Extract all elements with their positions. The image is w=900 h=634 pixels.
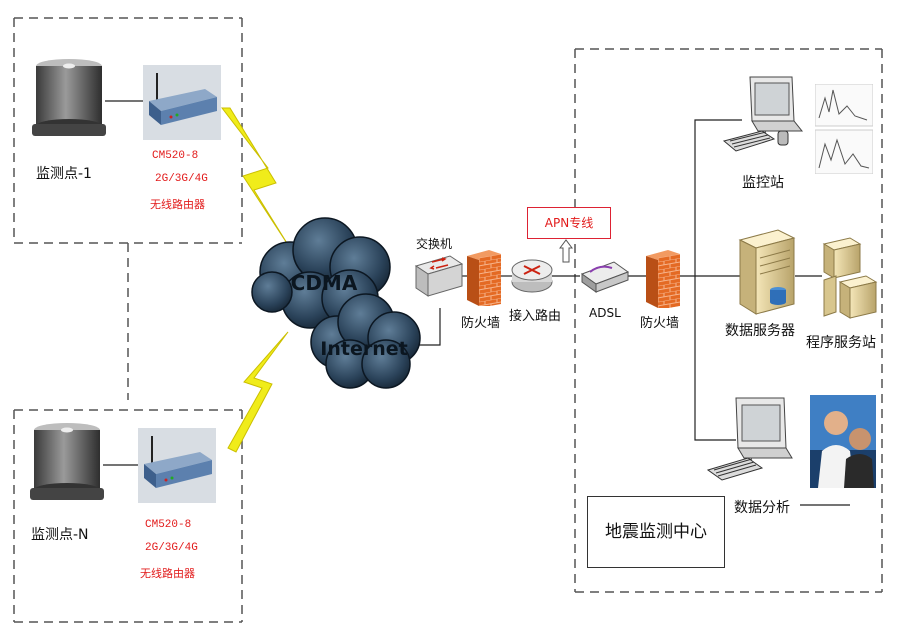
center-title: 地震监测中心 — [605, 522, 707, 542]
switch-icon — [414, 255, 464, 297]
firewall-left-label: 防火墙 — [461, 316, 501, 331]
data-analysis-computer-icon — [706, 397, 793, 481]
monitor-station-label: 监控站 — [742, 175, 784, 191]
firewall-right-icon — [646, 250, 680, 308]
data-server-label: 数据服务器 — [725, 323, 795, 339]
router-top-model: CM520-8 — [152, 150, 199, 162]
wireless-router-top-icon — [143, 65, 221, 140]
internet-label: Internet — [320, 338, 407, 360]
center-boundary — [574, 48, 883, 593]
data-server-icon — [738, 229, 796, 315]
lightning-top-icon — [220, 107, 291, 249]
site-bottom-name: 监测点-N — [31, 527, 89, 543]
site-bottom-boundary — [13, 409, 243, 623]
apn-label: APN专线 — [544, 216, 594, 230]
seismic-sensor-top-icon — [32, 59, 106, 136]
router-icon — [511, 259, 553, 293]
router-bottom-model: CM520-8 — [145, 519, 192, 531]
cdma-label: CDMA — [291, 271, 358, 295]
analysis-charts-icon — [815, 84, 873, 174]
lightning-bottom-icon — [227, 331, 289, 453]
router-bottom-network: 2G/3G/4G — [145, 542, 198, 554]
program-server-icon — [822, 237, 878, 319]
router-bottom-type: 无线路由器 — [140, 567, 195, 580]
adsl-label: ADSL — [589, 306, 621, 320]
adsl-modem-icon — [580, 261, 630, 293]
switch-label: 交换机 — [416, 237, 453, 251]
data-analysis-label: 数据分析 — [734, 500, 790, 516]
monitor-station-computer-icon — [722, 76, 804, 152]
site-top-name: 监测点-1 — [36, 166, 92, 182]
firewall-left-icon — [467, 250, 501, 306]
internet-cloud-icon: Internet — [310, 293, 421, 389]
seismic-sensor-bottom-icon — [30, 423, 104, 500]
router-top-network: 2G/3G/4G — [155, 173, 208, 185]
router-top-type: 无线路由器 — [150, 198, 205, 211]
firewall-right-label: 防火墙 — [640, 316, 680, 331]
router-label: 接入路由 — [509, 309, 562, 324]
center-title-box: 地震监测中心 — [587, 496, 725, 568]
program-server-label: 程序服务站 — [806, 335, 876, 351]
wireless-router-bottom-icon — [138, 428, 216, 503]
cdma-cloud-icon: CDMA — [251, 217, 391, 329]
apn-arrow — [559, 239, 573, 263]
apn-box: APN专线 — [527, 207, 611, 239]
analysts-photo — [810, 395, 876, 488]
